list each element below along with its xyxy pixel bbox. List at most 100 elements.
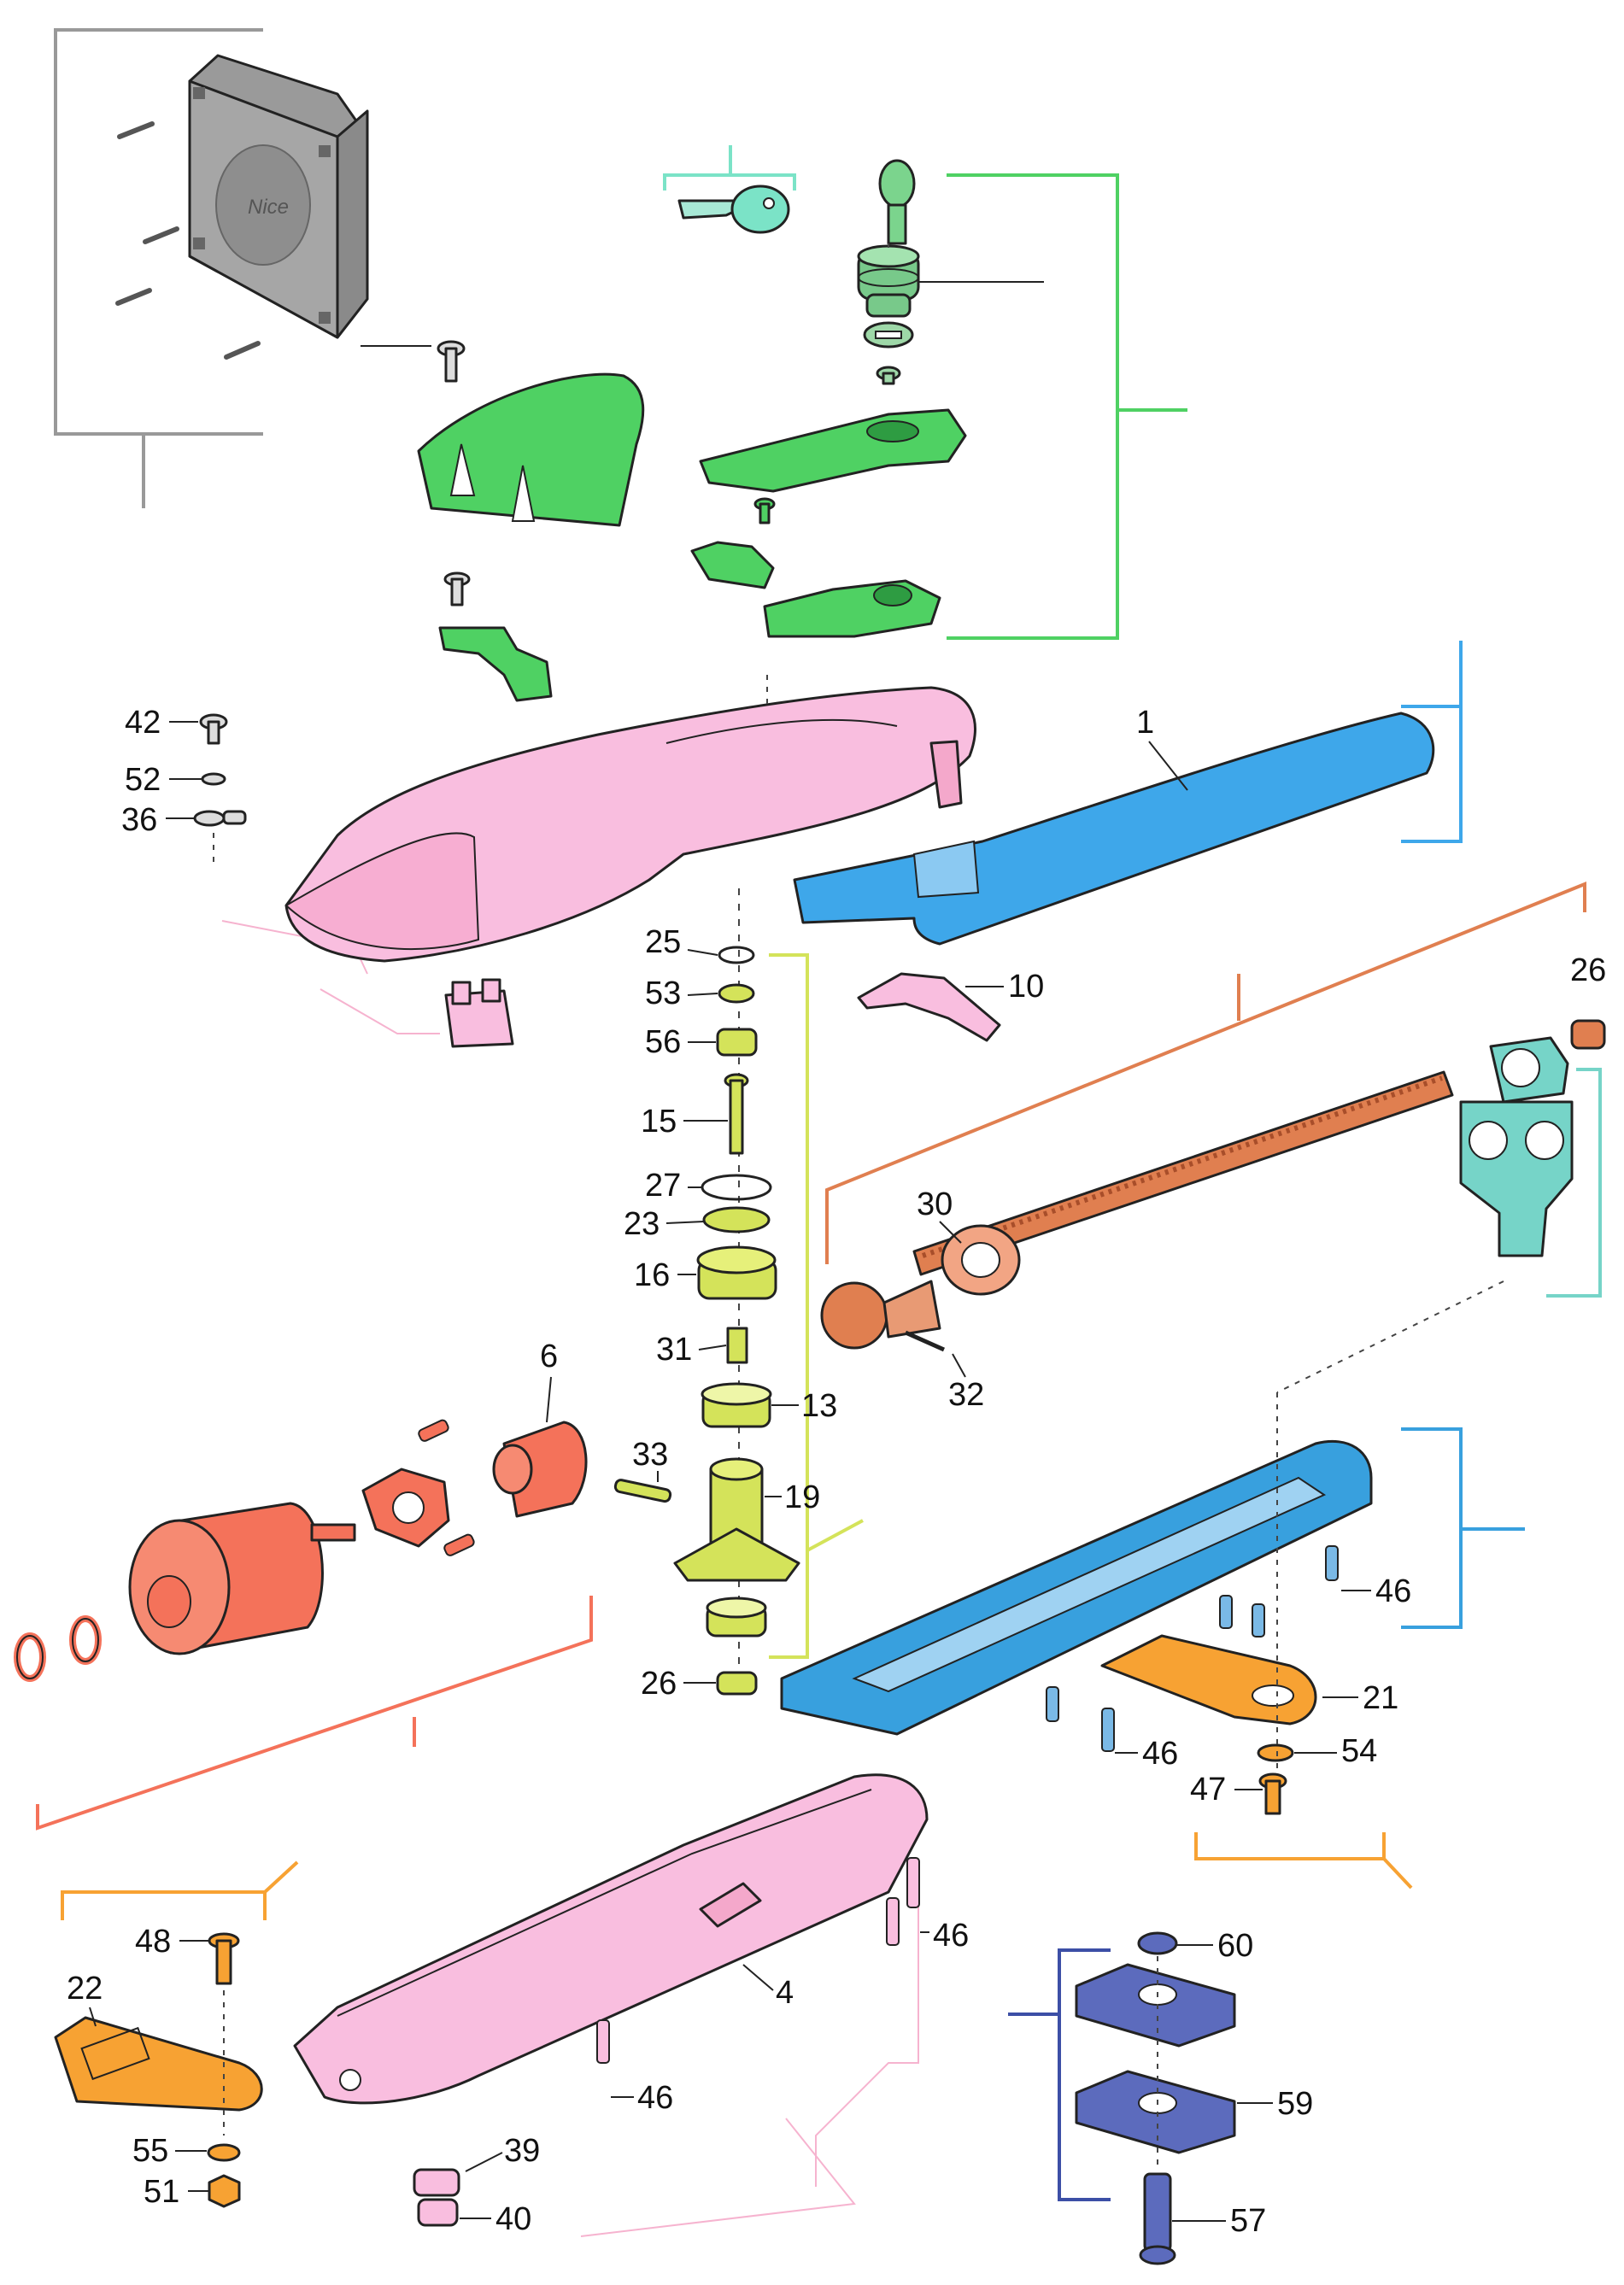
label-57: 57 <box>1230 2203 1266 2239</box>
label-26-upper: 26 <box>1570 952 1606 988</box>
release-key <box>878 159 916 245</box>
pink-screws <box>596 1857 920 2064</box>
label-33: 33 <box>632 1437 668 1473</box>
fork-group-bracket <box>1546 1068 1602 1298</box>
upper-housing <box>284 686 976 963</box>
connection-lines <box>213 243 1504 2170</box>
bearing-30 <box>941 1224 1021 1296</box>
bushing-56 <box>716 1028 758 1057</box>
pin-15 <box>724 1073 749 1155</box>
label-46-b: 46 <box>1142 1736 1178 1772</box>
housing-bracket-lower <box>580 1905 919 2237</box>
washer-55 <box>207 2143 241 2162</box>
label-25: 25 <box>645 924 681 960</box>
washer-54 <box>1257 1743 1294 1762</box>
label-4: 4 <box>776 1975 794 2011</box>
label-39: 39 <box>504 2133 540 2169</box>
bolt-57 <box>1139 2172 1176 2265</box>
arm-group-bracket-right <box>1194 1832 1413 1890</box>
spare-key <box>677 185 790 234</box>
label-13: 13 <box>801 1388 837 1424</box>
housing-plug <box>444 978 514 1048</box>
label-10: 10 <box>1008 969 1044 1005</box>
gear-group-bracket <box>769 953 864 1659</box>
pin-32 <box>904 1330 946 1352</box>
bevel-pinion <box>820 1280 941 1350</box>
screw-48 <box>208 1932 240 1985</box>
label-54: 54 <box>1341 1733 1377 1769</box>
label-55: 55 <box>132 2133 168 2169</box>
gear-16 <box>696 1245 777 1300</box>
bushing-26-lower <box>716 1671 758 1696</box>
lead-screw <box>912 1070 1454 1276</box>
key-group-bracket <box>663 145 796 190</box>
label-46-d: 46 <box>637 2080 673 2116</box>
base-plate <box>780 1439 1373 1736</box>
label-30: 30 <box>917 1186 953 1222</box>
control-box: Nice <box>188 54 369 339</box>
lock-screw <box>876 366 901 385</box>
brand-logo: Nice <box>248 196 289 219</box>
lower-housing <box>293 1773 929 2105</box>
motor <box>128 1502 356 1655</box>
cover-screw <box>361 340 466 383</box>
bearing-13 <box>701 1382 772 1428</box>
release-group-bracket <box>947 173 1187 640</box>
washer-53 <box>718 983 755 1004</box>
lock-washer <box>863 321 914 349</box>
release-lever <box>699 408 967 493</box>
label-42: 42 <box>125 705 161 741</box>
fork-bracket <box>1459 1100 1574 1257</box>
lock-bracket <box>438 626 553 702</box>
fork-sleeve <box>1489 1036 1569 1104</box>
blue-cover <box>793 712 1435 946</box>
label-31: 31 <box>656 1332 692 1368</box>
clamp-59 <box>1075 2070 1236 2154</box>
part-10-bracket <box>857 972 1001 1042</box>
nut-60 <box>1137 1931 1178 1955</box>
worm-6 <box>492 1421 588 1518</box>
nut-51 <box>208 2174 241 2208</box>
circlip-25 <box>718 946 755 964</box>
nut-36 <box>193 810 247 827</box>
washer-52 <box>201 772 226 786</box>
label-26-lower: 26 <box>641 1666 677 1702</box>
motor-rings <box>14 1615 102 1682</box>
circlip-27 <box>701 1174 772 1201</box>
label-27: 27 <box>645 1168 681 1204</box>
screw-47 <box>1258 1772 1287 1815</box>
pulley-39-40 <box>413 2168 460 2227</box>
bushing-lower <box>706 1597 767 1638</box>
label-16: 16 <box>634 1257 670 1293</box>
label-56: 56 <box>645 1024 681 1060</box>
motor-group-bracket <box>36 1596 593 1831</box>
arm-group-bracket-left <box>61 1860 299 1920</box>
motor-screws <box>418 1419 475 1556</box>
label-22: 22 <box>67 1971 103 2007</box>
label-51: 51 <box>144 2174 179 2210</box>
label-19: 19 <box>784 1479 820 1515</box>
lock-cylinder <box>857 244 920 318</box>
base-plate-group-bracket <box>1401 1427 1525 1629</box>
arm-plate-22 <box>54 2016 263 2112</box>
release-screw <box>753 497 776 524</box>
label-23: 23 <box>624 1206 660 1242</box>
part-labels: 42 52 36 1 25 53 56 15 27 23 16 31 13 19… <box>67 705 1606 2239</box>
control-box-screws <box>115 121 261 360</box>
label-59: 59 <box>1277 2086 1313 2122</box>
label-46-a: 46 <box>1375 1573 1411 1609</box>
screw-group-bracket <box>825 882 1586 1264</box>
pin-33 <box>613 1479 672 1503</box>
label-47: 47 <box>1190 1772 1226 1807</box>
bracket-screw <box>443 571 471 606</box>
arm-plate-21 <box>1100 1634 1317 1725</box>
spring-31 <box>726 1327 748 1364</box>
label-60: 60 <box>1217 1928 1253 1964</box>
label-40: 40 <box>495 2201 531 2237</box>
base-screws-blue <box>1046 1545 1339 1752</box>
label-1: 1 <box>1136 705 1154 741</box>
release-cam <box>690 541 941 638</box>
label-46-c: 46 <box>933 1918 969 1954</box>
clamp-group-bracket <box>1008 1948 1111 2201</box>
